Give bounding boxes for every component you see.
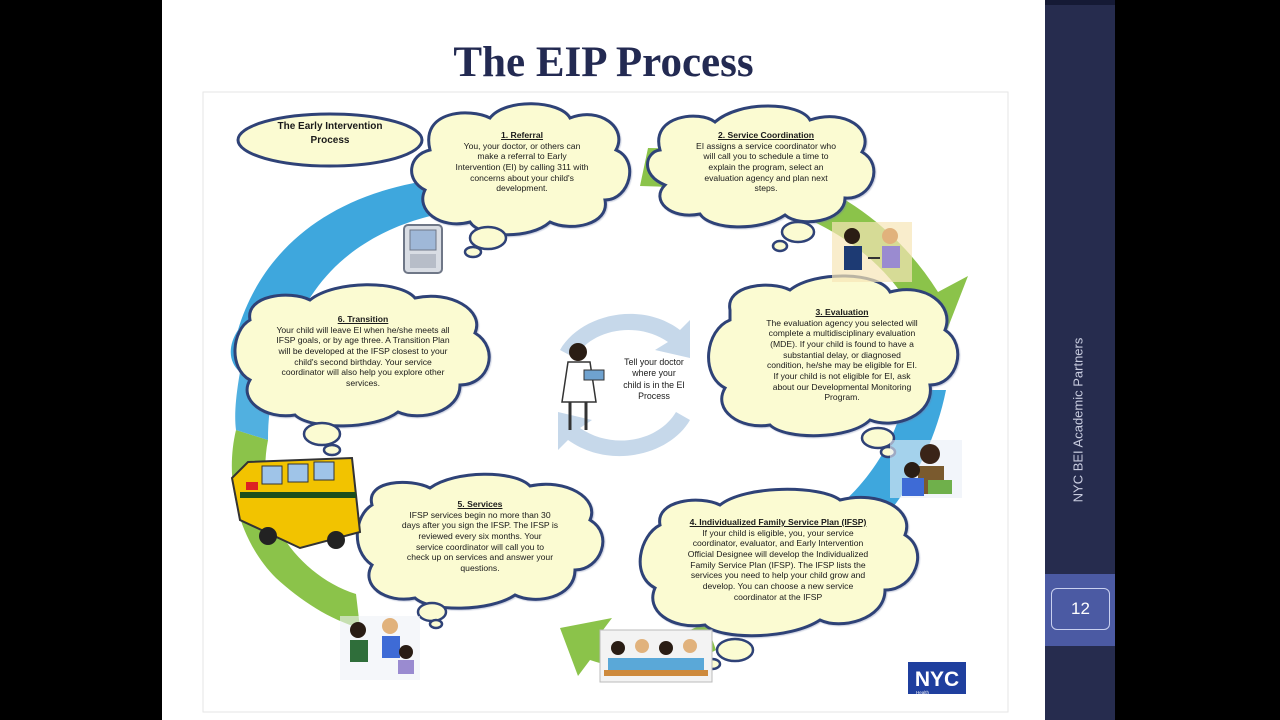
- step-referral: 1. Referral You, your doctor, or others …: [432, 130, 612, 194]
- doctor-icon: [561, 343, 605, 430]
- bubble-referral: [410, 102, 632, 237]
- bubble-services: [355, 472, 605, 610]
- step-ifsp: 4. Individualized Family Service Plan (I…: [664, 517, 892, 602]
- svg-text:NYC: NYC: [915, 668, 959, 691]
- therapy-group-icon: [340, 616, 420, 680]
- slide-title: The EIP Process: [453, 39, 754, 86]
- header-oval: [236, 112, 424, 168]
- phone-icon: [403, 224, 443, 274]
- step-referral-title: 1. Referral: [500, 130, 544, 140]
- step-ifsp-title: 4. Individualized Family Service Plan (I…: [689, 517, 867, 527]
- page-number-box: 12: [1045, 574, 1115, 646]
- step-transition: 6. Transition Your child will leave EI w…: [258, 314, 468, 389]
- thought-tails: [302, 220, 897, 671]
- team-meeting-icon: [599, 629, 713, 683]
- step-services-title: 5. Services: [457, 499, 503, 509]
- bubble-service-coordination: [646, 104, 876, 229]
- step-transition-title: 6. Transition: [337, 314, 389, 324]
- school-bus-icon: [230, 456, 362, 550]
- step-service-coordination: 2. Service Coordination EI assigns a ser…: [676, 130, 856, 194]
- step-services: 5. Services IFSP services begin no more …: [380, 499, 580, 574]
- center-arrow-bottom: [558, 412, 690, 457]
- bubbles: [233, 102, 960, 638]
- bubble-evaluation: [707, 274, 960, 438]
- header-label: The Early Intervention Process: [277, 121, 383, 146]
- step-evaluation-title: 3. Evaluation: [815, 307, 869, 317]
- center-text: Tell your doctor where your child is in …: [623, 357, 685, 402]
- nyc-health-logo: NYC Health: [908, 662, 966, 695]
- meeting-people-icon: [832, 222, 912, 282]
- center-arrow-top: [560, 313, 690, 358]
- page-number: 12: [1051, 588, 1110, 630]
- svg-text:Health: Health: [916, 690, 930, 695]
- bubble-transition: [233, 283, 491, 428]
- step-evaluation: 3. Evaluation The evaluation agency you …: [742, 307, 942, 403]
- step-service-coordination-title: 2. Service Coordination: [718, 130, 814, 140]
- bubble-ifsp: [638, 487, 920, 638]
- sidebar-top-strip: [1045, 0, 1115, 5]
- parent-child-reading-icon: [890, 440, 962, 498]
